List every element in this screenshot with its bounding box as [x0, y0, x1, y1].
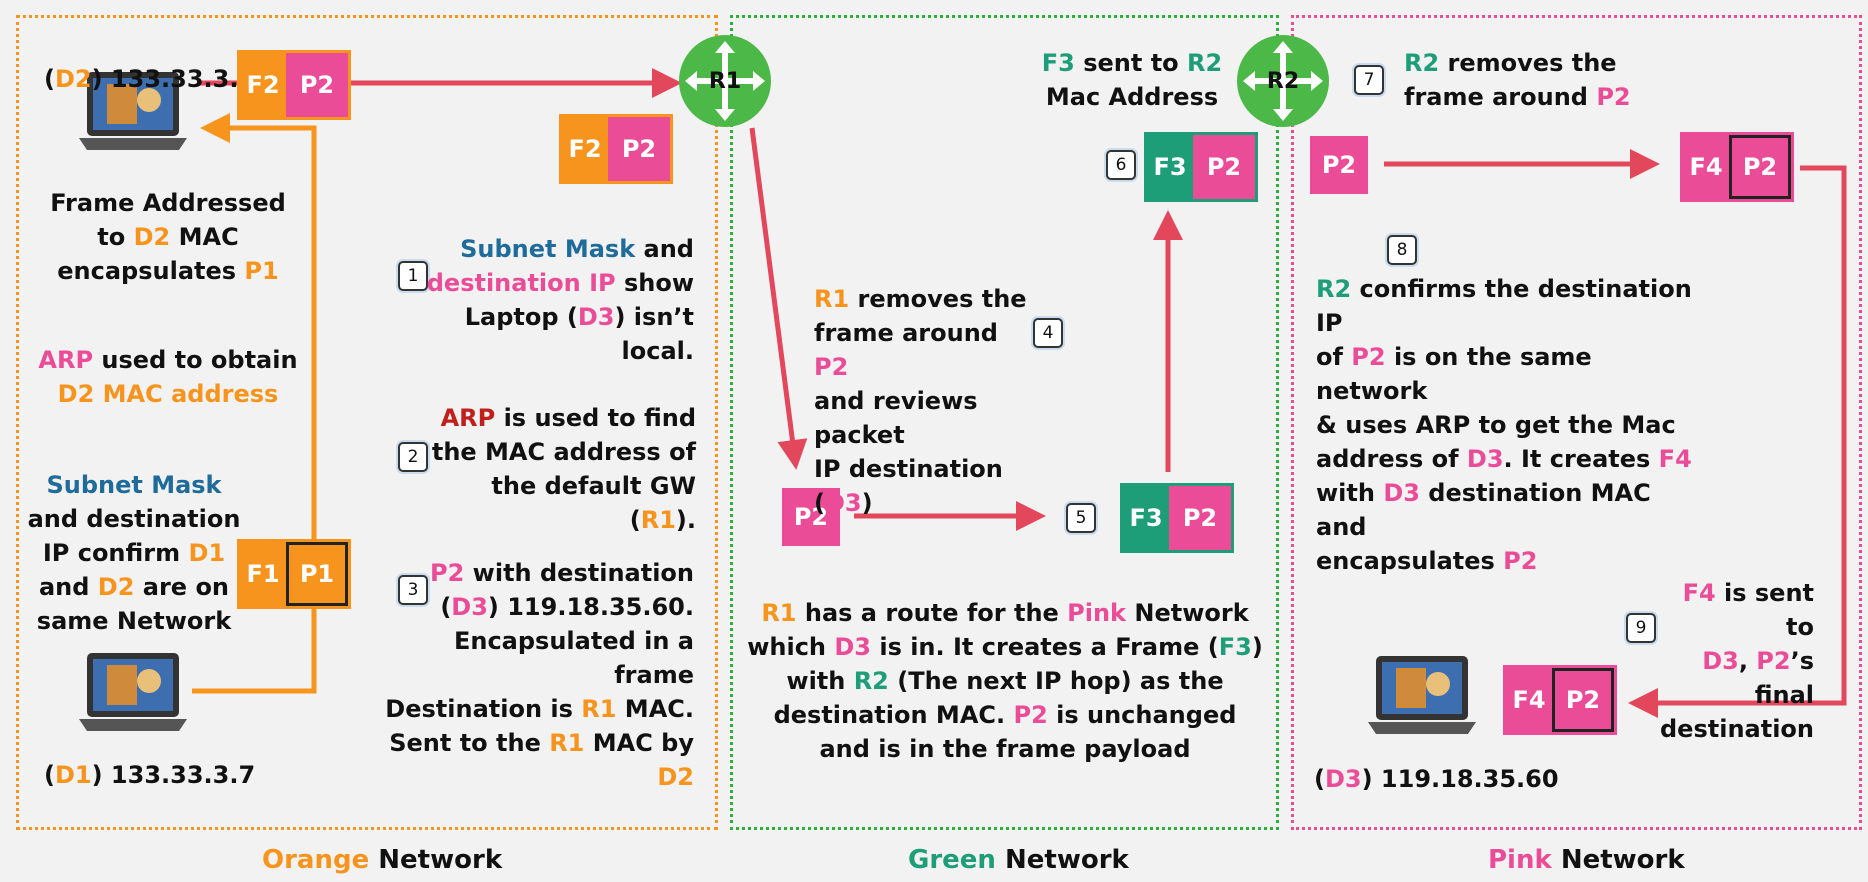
- frame-header: F3: [1123, 486, 1169, 550]
- note-subnet-local: Subnet Mask and destination IP confirm D…: [27, 471, 241, 635]
- laptop-icon: [79, 72, 187, 150]
- frame-header: F2: [240, 53, 286, 117]
- network-label-orange: Orange Network: [262, 845, 503, 875]
- laptop-icon: [1368, 656, 1476, 734]
- frame-payload: P2: [608, 117, 670, 181]
- router-r1-label: R1: [708, 68, 742, 94]
- frame-payload: P2: [1729, 135, 1791, 199]
- router-r1: R1: [679, 35, 771, 127]
- note-step1: Subnet Mask and destination IP show Lapt…: [426, 235, 694, 365]
- router-icon: [685, 41, 765, 121]
- note-step2: ARP is used to find the MAC address of t…: [431, 404, 696, 534]
- laptop-icon: [79, 653, 187, 731]
- packet-p2-pink: P2: [1310, 136, 1368, 194]
- frame-payload: P2: [1169, 486, 1231, 550]
- step-badge-2: 2: [398, 442, 428, 472]
- arrow-d1-to-d2: [192, 113, 317, 694]
- router-r2-label: R2: [1266, 68, 1300, 94]
- frame-f3-top: F3 P2: [1144, 132, 1258, 202]
- laptop-d3: [1366, 654, 1478, 738]
- arrow-f4-to-d3: [1628, 165, 1847, 718]
- step-badge-8: 8: [1387, 235, 1417, 265]
- frame-payload: P2: [1552, 668, 1614, 732]
- note-step3: P2 with destination (D3) 119.18.35.60. E…: [385, 559, 694, 791]
- note-arp-d2: ARP used to obtain D2 MAC address: [38, 346, 298, 408]
- pink-network-zone: [1291, 15, 1862, 830]
- green-network-zone: [730, 15, 1279, 830]
- device-d1-ip: (D1) 133.33.3.7: [44, 761, 256, 789]
- frame-header: F2: [562, 117, 608, 181]
- laptop-d2: [77, 70, 189, 154]
- frame-header: F4: [1683, 135, 1729, 199]
- frame-f2-mid: F2 P2: [559, 114, 673, 184]
- note-step6: F3 sent to R2 Mac Address: [1041, 49, 1223, 111]
- step-badge-9: 9: [1626, 613, 1656, 643]
- note-step8: R2 confirms the destination IP of P2 is …: [1316, 275, 1692, 575]
- frame-f4-bottom: F4 P2: [1503, 665, 1617, 735]
- frame-f2-top: F2 P2: [237, 50, 351, 120]
- frame-header: F1: [240, 542, 286, 606]
- note-frame-addressed: Frame Addressed to D2 MAC encapsulates P…: [50, 189, 286, 285]
- frame-payload: P2: [286, 53, 348, 117]
- frame-payload: P1: [286, 542, 348, 606]
- frame-f1: F1 P1: [237, 539, 351, 609]
- step-badge-4: 4: [1033, 318, 1063, 348]
- arrow-r1-down: [749, 127, 808, 470]
- note-step7: R2 removes the frame around P2: [1404, 49, 1631, 111]
- note-r1-route: R1 has a route for the Pink Network whic…: [747, 599, 1263, 763]
- frame-f3-mid: F3 P2: [1120, 483, 1234, 553]
- frame-header: F4: [1506, 668, 1552, 732]
- packet-p2-green: P2: [782, 488, 840, 546]
- frame-header: F3: [1147, 135, 1193, 199]
- frame-payload: P2: [1193, 135, 1255, 199]
- laptop-d1: [77, 651, 189, 735]
- network-label-green: Green Network: [908, 845, 1129, 875]
- step-badge-1: 1: [398, 261, 428, 291]
- step-badge-5: 5: [1066, 503, 1096, 533]
- frame-f4-top: F4 P2: [1680, 132, 1794, 202]
- orange-network-zone: [16, 15, 718, 830]
- step-badge-7: 7: [1354, 65, 1384, 95]
- router-icon: [1243, 41, 1323, 121]
- note-step9: F4 is sent to D3, P2’s final destination: [1660, 579, 1814, 743]
- network-label-pink: Pink Network: [1488, 845, 1685, 875]
- device-d2-ip: (D2) 133.33.3.8: [44, 65, 256, 93]
- step-badge-3: 3: [398, 575, 428, 605]
- device-d3-ip: (D3) 119.18.35.60: [1314, 765, 1559, 793]
- note-step4: R1 removes the frame around P2 and revie…: [814, 285, 1027, 517]
- router-r2: R2: [1237, 35, 1329, 127]
- step-badge-6: 6: [1106, 150, 1136, 180]
